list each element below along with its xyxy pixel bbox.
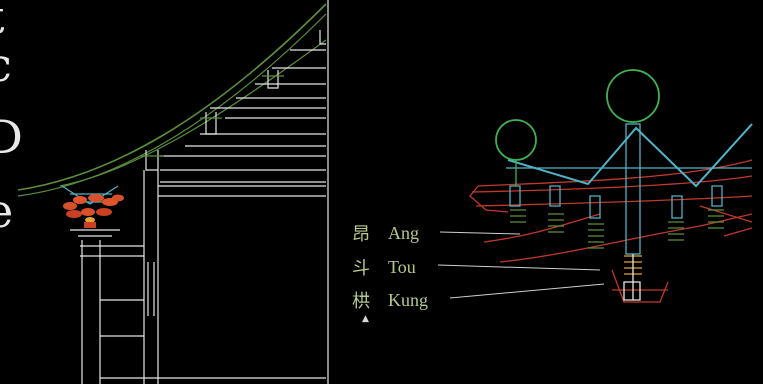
cyan-small-posts	[509, 185, 723, 219]
highlighted-dougong	[63, 194, 124, 228]
cyan-central-post	[625, 123, 641, 255]
label-tou-chinese: 斗	[352, 258, 370, 279]
leader-lines	[437, 231, 605, 299]
column-slot	[147, 262, 155, 316]
left-edge-char-3: D	[0, 110, 23, 164]
inner-column	[143, 170, 159, 384]
ball-left	[495, 119, 537, 161]
column-cap	[70, 229, 120, 237]
small-marker-icon: ▲	[362, 314, 369, 324]
roof-curve-lower	[17, 13, 327, 197]
purlin-caps	[140, 75, 284, 157]
ang-arm-red	[483, 213, 753, 263]
label-ang-english: Ang	[388, 222, 419, 243]
left-edge-char-2: c	[0, 42, 12, 88]
label-ang-chinese: 昂	[352, 224, 370, 245]
ball-center	[606, 69, 660, 123]
label-kung: 栱 Kung	[352, 287, 428, 313]
eave-third-red	[475, 195, 753, 207]
eave-second-red	[471, 175, 753, 193]
front-column	[81, 240, 101, 384]
left-edge-char-1: t	[0, 0, 5, 40]
cyan-truss	[507, 123, 753, 188]
building-section	[17, 0, 329, 384]
bracket-elevation	[469, 69, 753, 303]
rafter-line	[59, 39, 327, 187]
roof-curve-upper	[17, 3, 327, 191]
label-tou-english: Tou	[388, 256, 416, 277]
left-edge-char-4: e	[0, 188, 13, 234]
leader-ang	[439, 231, 521, 235]
purlin-lines	[160, 49, 326, 183]
eave-top-red	[477, 159, 753, 187]
green-bracket-blocks	[510, 209, 724, 249]
label-kung-english: Kung	[388, 289, 428, 310]
label-ang: 昂 Ang	[352, 220, 419, 246]
tie-beams	[80, 185, 326, 379]
label-tou: 斗 Tou	[352, 254, 416, 280]
central-base	[623, 281, 641, 301]
leader-tou	[437, 264, 601, 271]
leader-kung	[449, 283, 605, 299]
eave-left-end	[469, 185, 509, 213]
purlin-brackets	[145, 30, 326, 171]
right-arm-red	[699, 205, 753, 237]
label-kung-chinese: 栱	[352, 291, 370, 312]
